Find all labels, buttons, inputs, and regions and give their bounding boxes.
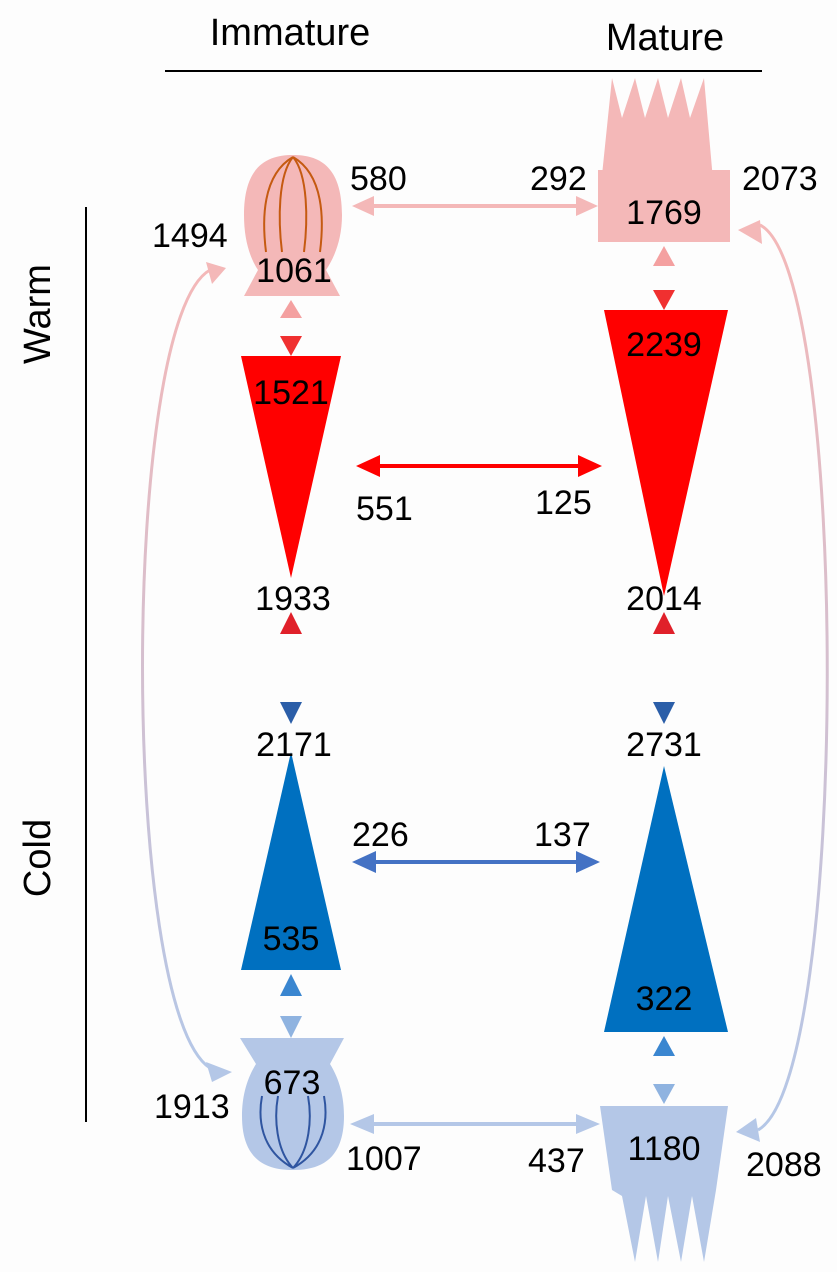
label-warm-imm-to-mat: 580	[350, 160, 407, 198]
label-warm-mat-right: 2073	[742, 160, 818, 198]
label-warm-mat-tri: 2239	[626, 326, 702, 364]
warm-immature-bud-icon	[244, 155, 342, 296]
label-cold-imm-left: 1913	[154, 1088, 230, 1126]
left-curve-arrowhead-bottom	[206, 1062, 232, 1082]
right-curve-arrowhead-bottom	[736, 1118, 760, 1142]
label-cold-imm-top: 2171	[256, 726, 332, 764]
label-warm-mid-left: 551	[356, 490, 413, 528]
label-cold-imm-count: 673	[264, 1064, 321, 1102]
warm-mature-triangle	[604, 310, 728, 596]
label-cold-mid-left: 226	[352, 816, 409, 854]
label-cold-mat-top: 2731	[626, 726, 702, 764]
label-warm-mat-bottom: 2014	[626, 580, 702, 618]
header-immature: Immature	[210, 12, 370, 54]
right-curve-arrowhead-top	[738, 220, 762, 244]
header-cold: Cold	[17, 819, 59, 897]
label-cold-mat-tri: 322	[636, 980, 693, 1018]
header-warm: Warm	[17, 264, 59, 364]
label-warm-imm-tri: 1521	[253, 374, 329, 412]
label-cold-bottom-right: 437	[528, 1142, 585, 1180]
label-warm-mid-right: 125	[535, 484, 592, 522]
label-warm-imm-count: 1061	[256, 252, 332, 290]
label-cold-mat-count: 1180	[627, 1130, 700, 1168]
warm-mature-flower-icon	[598, 78, 730, 242]
label-warm-imm-left: 1494	[152, 217, 228, 255]
header-mature: Mature	[606, 17, 724, 59]
left-curve-arrow	[141, 268, 211, 1070]
label-warm-mat-count: 1769	[626, 194, 702, 232]
label-cold-imm-tri: 535	[263, 920, 320, 958]
right-curve-arrow	[757, 223, 829, 1132]
label-warm-mat-from-imm: 292	[530, 160, 587, 198]
cold-immature-bud-icon	[240, 1038, 344, 1170]
cold-mature-flower-icon	[600, 1106, 728, 1262]
label-warm-imm-bottom: 1933	[255, 580, 331, 618]
label-cold-mid-right: 137	[534, 816, 591, 854]
cold-immature-triangle	[241, 752, 341, 970]
label-cold-bottom-left: 1007	[346, 1140, 422, 1178]
left-curve-arrowhead-top	[206, 262, 226, 284]
warm-immature-triangle	[241, 356, 341, 578]
label-cold-mat-right: 2088	[746, 1146, 822, 1184]
cold-mature-triangle	[604, 766, 728, 1032]
